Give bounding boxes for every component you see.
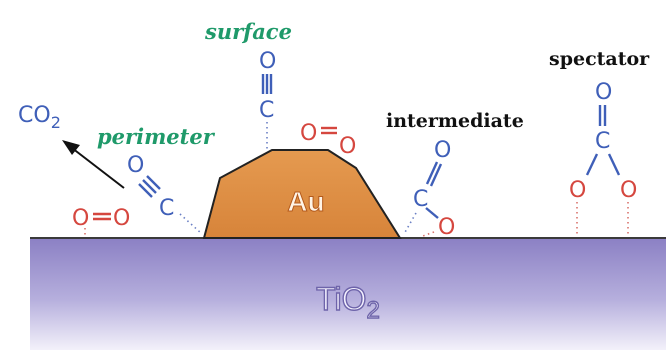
intermediate-oxygen-bottom: O	[438, 215, 455, 240]
co2-arrow-head	[62, 140, 80, 155]
perimeter-co-carbon: C	[159, 196, 174, 221]
perimeter-o2-atom-1: O	[72, 206, 89, 231]
intermediate-dots-2	[419, 231, 435, 238]
perimeter-co-bond-1	[146, 175, 161, 190]
intermediate-carbon: C	[413, 187, 428, 212]
intermediate-bond-2	[429, 163, 443, 187]
surface-co-oxygen: O	[259, 49, 276, 74]
au-label: Au	[287, 186, 324, 217]
co2-label: CO2	[18, 103, 61, 132]
surface-co-carbon: C	[259, 98, 274, 123]
spectator-oxygen-right: O	[620, 178, 637, 203]
intermediate-oxygen-top: O	[434, 138, 451, 163]
au-o2-atom-2: O	[339, 134, 356, 159]
co2-arrow-line	[71, 147, 125, 189]
au-particle	[202, 149, 402, 239]
perimeter-co-dots	[179, 213, 203, 235]
intermediate-bond-3	[425, 207, 439, 219]
tio2-support	[30, 238, 666, 350]
support-label: TiO2	[316, 281, 380, 324]
intermediate-dots-1	[403, 212, 417, 235]
spectator-oxygen-top: O	[595, 80, 612, 105]
perimeter-co-oxygen: O	[127, 153, 144, 178]
perimeter-co-bond-3	[138, 183, 153, 198]
spectator-label: spectator	[549, 48, 650, 70]
spectator-bond-left	[585, 153, 599, 176]
spectator-oxygen-left: O	[569, 178, 586, 203]
au-o2-atom-1: O	[300, 121, 317, 146]
spectator-bond-right	[607, 153, 621, 176]
perimeter-label: perimeter	[97, 124, 216, 149]
perimeter-o2-atom-2: O	[113, 206, 130, 231]
perimeter-co-bond-2	[142, 179, 157, 194]
spectator-carbon: C	[595, 129, 610, 154]
intermediate-label: intermediate	[386, 110, 524, 132]
intermediate-bond-1	[425, 161, 439, 185]
surface-label: surface	[204, 19, 292, 44]
